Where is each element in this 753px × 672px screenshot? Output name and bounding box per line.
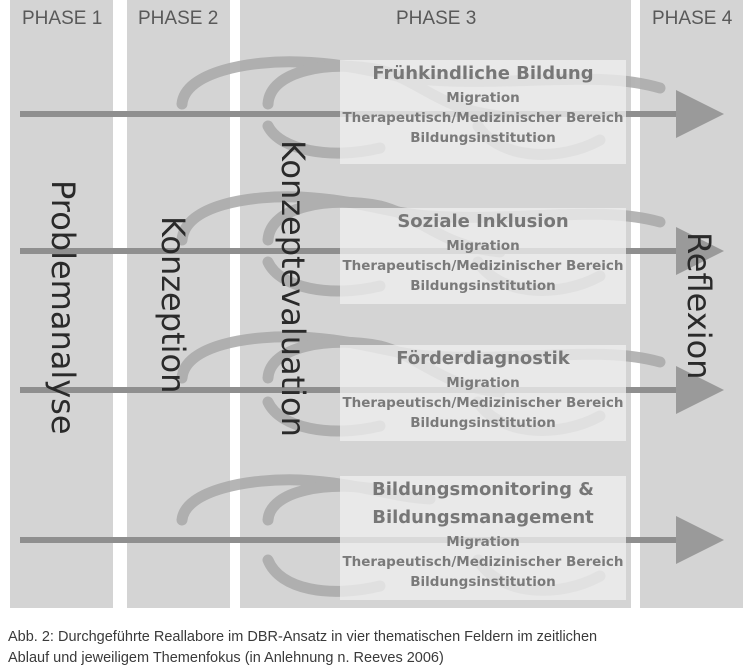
vertical-label-reflexion: Reflexion bbox=[680, 232, 718, 380]
field-item: Migration bbox=[446, 238, 520, 254]
field-item: Bildungsinstitution bbox=[410, 278, 556, 294]
phase-3-label: PHASE 3 bbox=[396, 8, 477, 29]
field-item: Bildungsinstitution bbox=[410, 574, 556, 590]
field-title: Frühkindliche Bildung bbox=[372, 63, 594, 84]
field-item: Bildungsinstitution bbox=[410, 415, 556, 431]
field-title: Förderdiagnostik bbox=[396, 348, 570, 369]
field-box-bildungsmonitoring: Bildungsmonitoring & Bildungsmanagement … bbox=[340, 476, 626, 600]
field-item: Therapeutisch/Medizinischer Bereich bbox=[342, 395, 624, 411]
vertical-label-konzeption: Konzeption bbox=[154, 216, 192, 394]
caption-line-2: Ablauf und jeweiligem Themenfokus (in An… bbox=[8, 650, 444, 666]
field-item: Migration bbox=[446, 534, 520, 550]
phase-2-label: PHASE 2 bbox=[138, 8, 219, 29]
vertical-label-konzeptevaluation: Konzeptevaluation bbox=[274, 140, 312, 437]
phase-1-label: PHASE 1 bbox=[22, 8, 103, 29]
field-item: Bildungsinstitution bbox=[410, 130, 556, 146]
vertical-label-problemanalyse: Problemanalyse bbox=[44, 180, 82, 435]
field-item: Migration bbox=[446, 375, 520, 391]
field-title-line-2: Bildungsmanagement bbox=[372, 507, 594, 528]
field-item: Therapeutisch/Medizinischer Bereich bbox=[342, 258, 624, 274]
field-item: Therapeutisch/Medizinischer Bereich bbox=[342, 110, 624, 126]
field-title-line-1: Bildungsmonitoring & bbox=[372, 479, 594, 500]
field-title: Soziale Inklusion bbox=[397, 211, 569, 232]
field-item: Migration bbox=[446, 90, 520, 106]
field-box-soziale-inklusion: Soziale Inklusion Migration Therapeutisc… bbox=[340, 208, 626, 304]
phase-1-column bbox=[10, 0, 113, 608]
field-box-foerderdiagnostik: Förderdiagnostik Migration Therapeutisch… bbox=[340, 345, 626, 441]
figure-caption: Abb. 2: Durchgeführte Reallabore im DBR-… bbox=[8, 627, 753, 669]
field-box-fruehkindliche-bildung: Frühkindliche Bildung Migration Therapeu… bbox=[340, 60, 626, 164]
field-item: Therapeutisch/Medizinischer Bereich bbox=[342, 554, 624, 570]
caption-line-1: Abb. 2: Durchgeführte Reallabore im DBR-… bbox=[8, 629, 598, 645]
phase-4-label: PHASE 4 bbox=[652, 8, 733, 29]
